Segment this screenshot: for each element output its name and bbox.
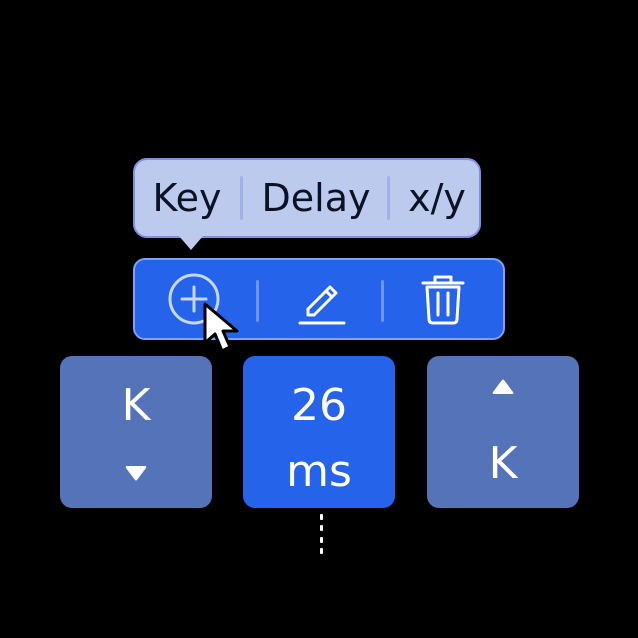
key-press-block[interactable]: K (60, 356, 212, 508)
tooltip-option-delay[interactable]: Delay (245, 160, 387, 236)
trash-icon (421, 275, 465, 325)
tooltip-divider (240, 176, 243, 220)
action-toolbar (133, 258, 505, 340)
delete-button[interactable] (393, 260, 493, 338)
pencil-icon (298, 285, 346, 325)
delay-unit: ms (286, 446, 352, 497)
delay-block[interactable]: 26 ms (243, 356, 395, 508)
toolbar-divider (256, 280, 259, 322)
key-label: K (121, 380, 151, 431)
down-triangle-icon (125, 466, 147, 481)
tooltip-option-key[interactable]: Key (135, 160, 239, 236)
plus-circle-icon (168, 273, 220, 325)
key-release-block[interactable]: K (427, 356, 579, 508)
tooltip-option-xy-label: x/y (408, 176, 466, 220)
add-button[interactable] (144, 260, 244, 338)
insert-type-tooltip: Key Delay x/y (133, 158, 481, 250)
edit-button[interactable] (272, 260, 372, 338)
tooltip-option-delay-label: Delay (261, 176, 371, 220)
tooltip-option-xy[interactable]: x/y (393, 160, 481, 236)
toolbar-divider (381, 280, 384, 322)
tooltip-pointer (179, 236, 203, 250)
delay-value: 26 (291, 380, 347, 431)
tooltip-divider (387, 176, 390, 220)
tooltip-option-key-label: Key (152, 176, 222, 220)
up-triangle-icon (492, 379, 514, 394)
more-options-icon[interactable] (316, 514, 326, 554)
key-label: K (488, 438, 518, 489)
